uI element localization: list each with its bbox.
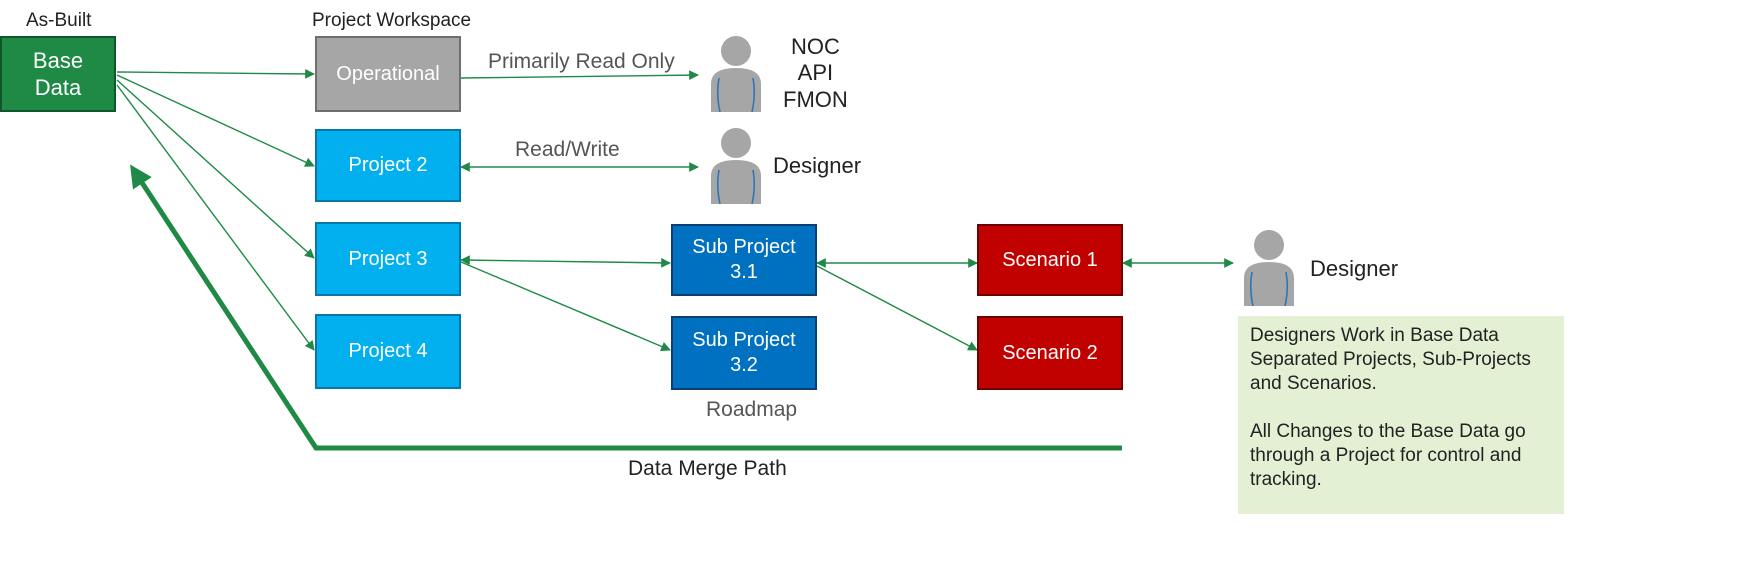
sub-project-3-1-box: Sub Project 3.1 [671,224,817,296]
connector-sub-31-scenario-2 [816,265,978,351]
project-2-label: Project 2 [348,154,428,176]
primarily-read-only-label: Primarily Read Only [488,50,675,73]
info-note: Designers Work in Base Data Separated Pr… [1238,316,1564,514]
operational-box: Operational [315,36,461,112]
project-4-box: Project 4 [315,314,461,389]
sub-project-3-1-label-line-2: 3.1 [730,261,758,283]
user-icon [1244,230,1294,306]
designer-label-1: Designer [773,153,862,178]
data-merge-path-label: Data Merge Path [628,457,787,480]
actor-noc: NOC [790,34,840,59]
sub-project-3-2-label-line-2: 3.2 [730,354,758,376]
base-data-label-line-2: Data [34,75,82,100]
scenario-1-box: Scenario 1 [977,224,1123,296]
read-write-label: Read/Write [515,138,620,161]
user-icon [711,128,761,204]
connector-project-3-sub-32 [460,261,671,352]
actor-api: API [797,60,834,86]
connector-base-to-project-4 [116,84,315,351]
project-3-label: Project 3 [348,247,428,270]
connector-base-to-project-3 [116,79,315,259]
designer-label-2: Designer [1310,256,1399,281]
sub-project-3-2-label-line-1: Sub Project [692,329,796,351]
info-note-paragraph-2: All Changes to the Base Data go through … [1250,421,1526,490]
connector-base-to-operational [116,69,315,79]
connector-base-to-project-2 [116,74,315,167]
user-icon [711,36,761,112]
project-2-box: Project 2 [315,129,461,202]
project-workspace-header: Project Workspace [312,10,472,31]
actor-fmon: FMON [783,86,848,112]
operational-users-label: NOC API FMON [783,34,848,113]
connector-project-3-sub-31 [460,255,671,268]
project-4-label: Project 4 [348,340,428,362]
base-data-label-line-1: Base [32,47,84,73]
scenario-2-label: Scenario 2 [1002,341,1098,364]
connector-operational-read-only [460,70,699,81]
scenario-1-label: Scenario 1 [1002,248,1098,271]
roadmap-label: Roadmap [706,398,798,421]
operational-label: Operational [336,62,440,85]
scenario-2-box: Scenario 2 [977,316,1123,390]
base-data-box: Base Data [0,36,116,112]
data-merge-path-arrow [130,164,1122,451]
project-3-box: Project 3 [315,222,461,296]
sub-project-3-1-label-line-1: Sub Project [692,236,796,258]
as-built-header: As-Built [26,10,92,31]
info-note-paragraph-1: Designers Work in Base Data Separated Pr… [1250,325,1531,394]
sub-project-3-2-box: Sub Project 3.2 [671,316,817,390]
